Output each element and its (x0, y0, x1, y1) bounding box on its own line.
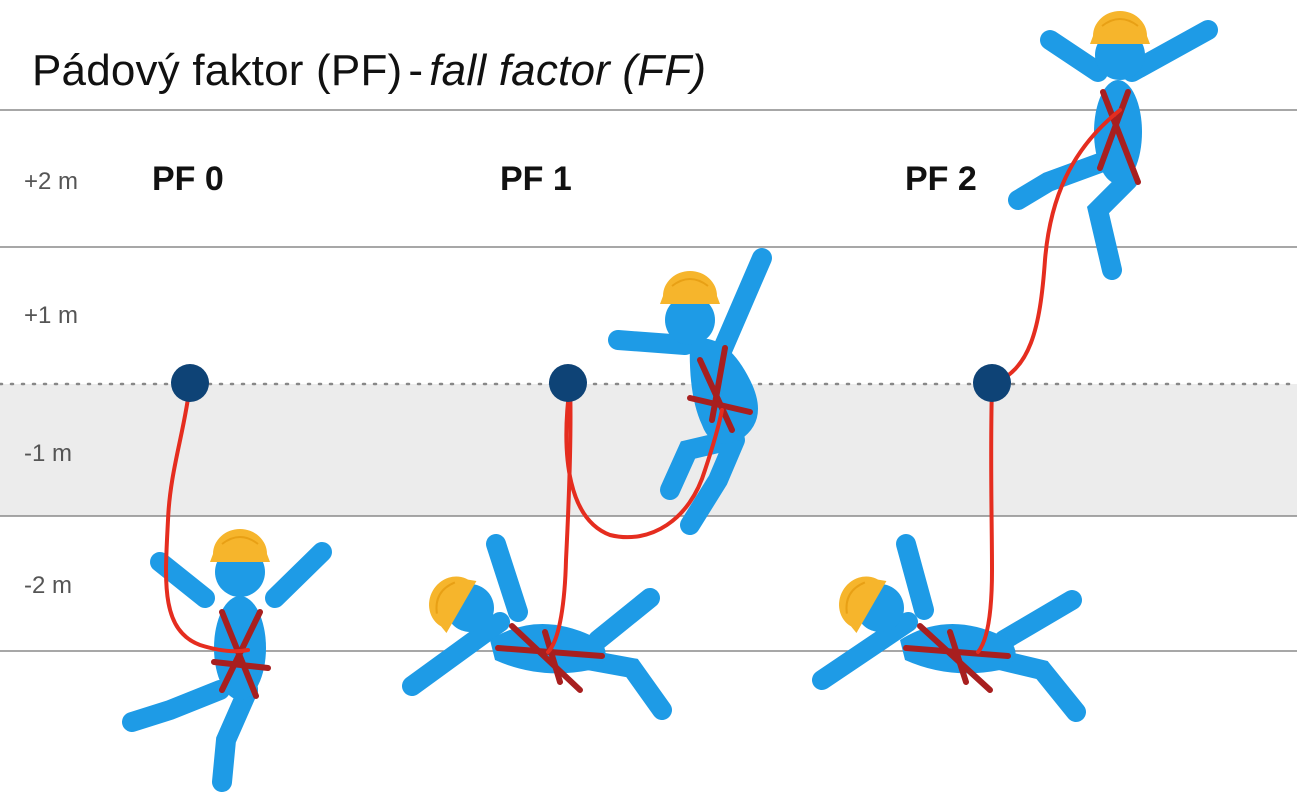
pf2-lower-harness-icon (903, 623, 1011, 693)
title-sub: fall factor (FF) (429, 46, 707, 95)
level-label-minus1: -1 m (24, 440, 72, 467)
pf2-lower-climber-figure (812, 534, 1086, 722)
pf1-upper-head (665, 295, 715, 345)
pf0-scenario (122, 364, 332, 792)
pf1-label: PF 1 (500, 160, 572, 198)
pf2-rope (990, 108, 1122, 386)
pf1-anchor-point-icon (549, 364, 587, 402)
pf1-scenario (402, 248, 772, 720)
level-label-plus2: +2 m (24, 168, 79, 195)
pf1-upper-climber-figure (608, 248, 772, 535)
pf0-helmet-icon (209, 528, 271, 563)
title-separator: - (408, 46, 424, 95)
pf1-upper-torso (689, 338, 758, 444)
pf2-anchor-point-icon (973, 364, 1011, 402)
pf0-rope (164, 382, 250, 654)
title-main: Pádový faktor (PF) (32, 46, 403, 95)
pf2-label: PF 2 (905, 160, 977, 198)
pf1-rope-lower (546, 382, 573, 654)
level-label-minus2: -2 m (24, 572, 72, 599)
pf1-upper-helmet-icon (659, 270, 721, 305)
pf2-upper-helmet-icon (1089, 10, 1151, 45)
pf2-upper-harness-icon (1097, 89, 1141, 185)
diagram-title: Pádový faktor (PF)-fall factor (FF) (32, 46, 706, 96)
pf0-label: PF 0 (152, 160, 224, 198)
pf0-anchor-point-icon (171, 364, 209, 402)
pf2-upper-climber-figure (1008, 20, 1218, 280)
pf2-rope-lower (976, 382, 995, 654)
pf2-scenario (812, 10, 1218, 722)
pf1-upper-harness-icon (687, 345, 753, 433)
level-label-plus1: +1 m (24, 302, 79, 329)
pf1-lower-climber-figure (402, 534, 672, 720)
below-anchor-band (0, 384, 1297, 516)
